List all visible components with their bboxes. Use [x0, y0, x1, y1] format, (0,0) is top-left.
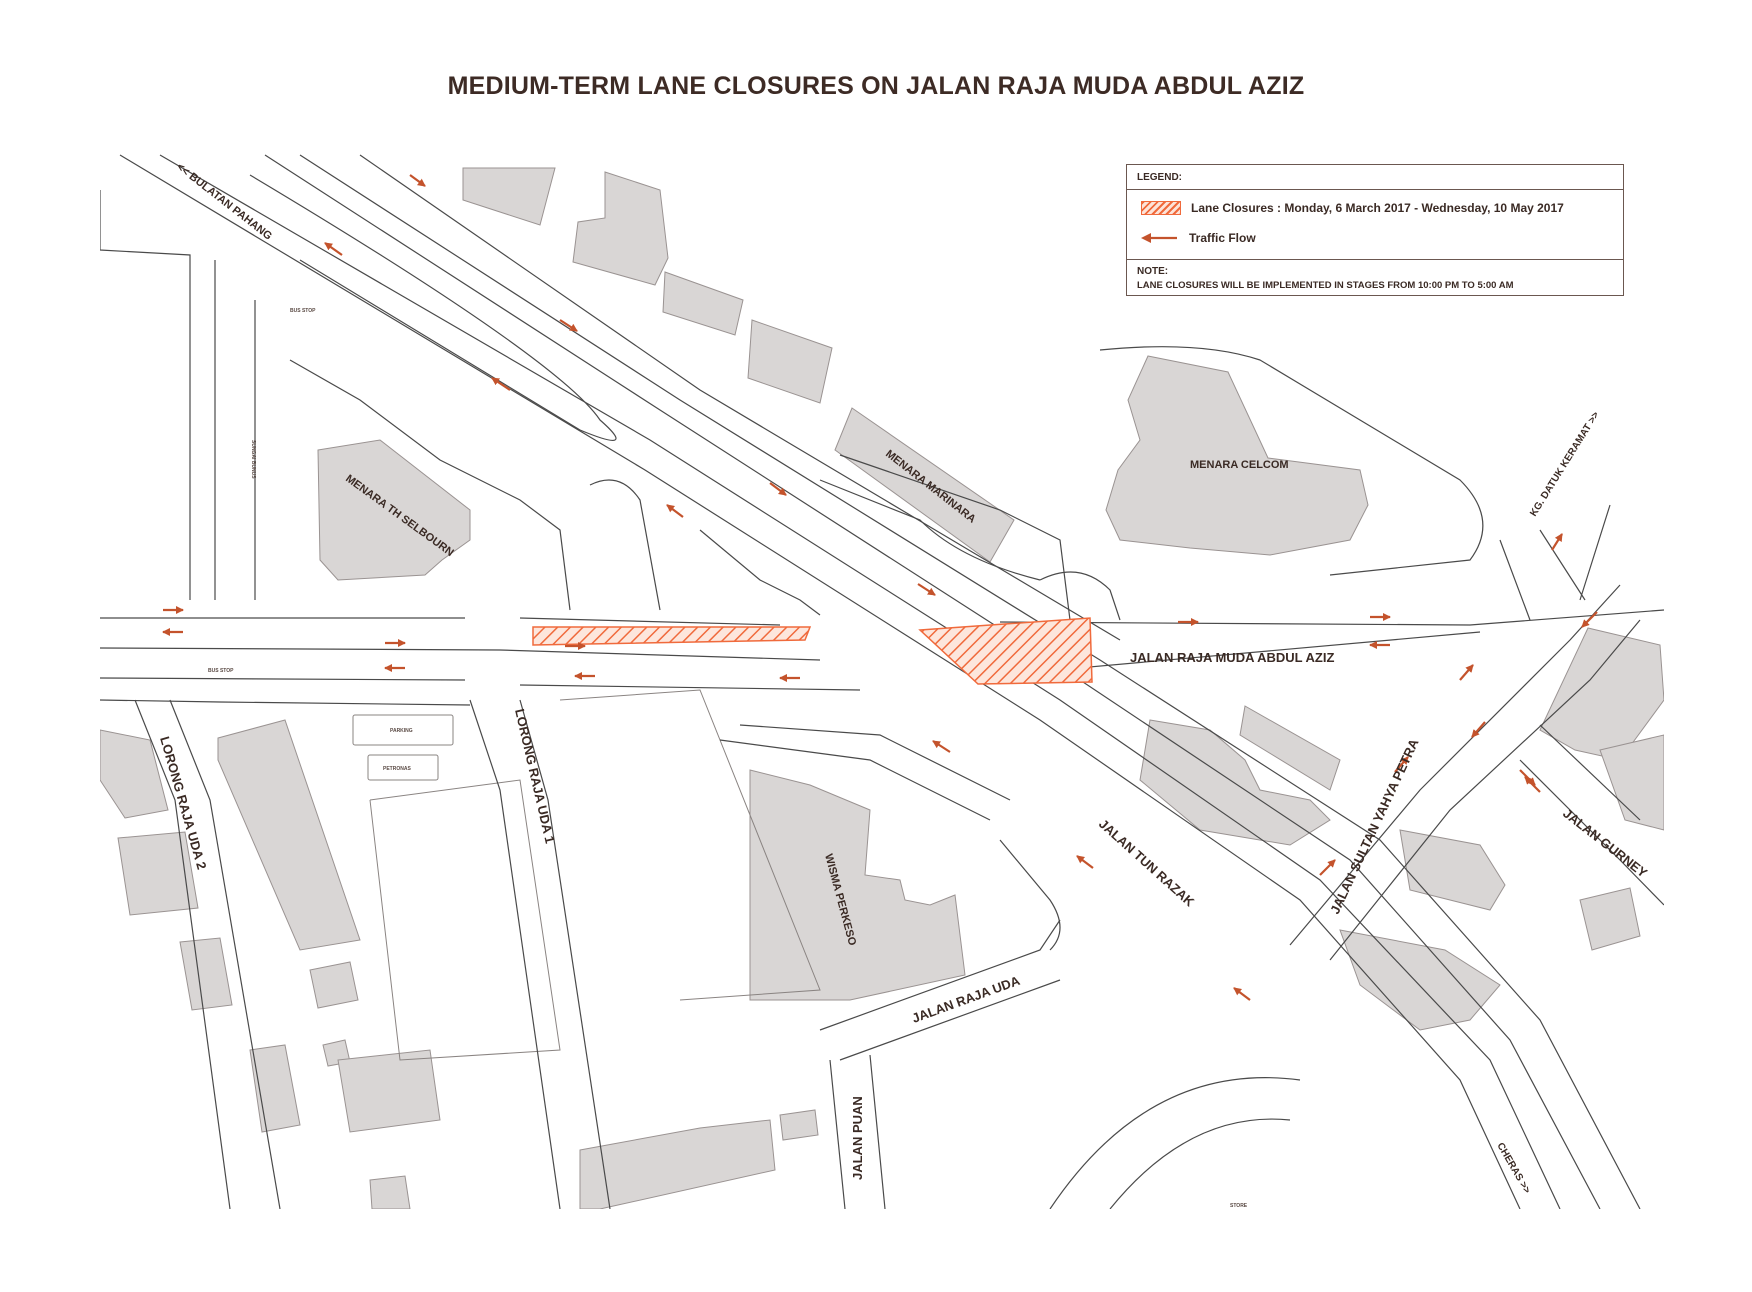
label-cheras: CHERAS >> — [1494, 1141, 1532, 1196]
label-store: STORE — [1230, 1203, 1248, 1209]
traffic-arrow — [1319, 859, 1336, 876]
page-title: MEDIUM-TERM LANE CLOSURES ON JALAN RAJA … — [447, 72, 1305, 100]
legend-traffic-flow-label: Traffic Flow — [1189, 231, 1256, 245]
traffic-arrow — [559, 319, 578, 332]
legend-divider — [1127, 189, 1623, 190]
traffic-arrow — [1394, 756, 1409, 773]
label-lorong-raja-uda-1: LORONG RAJA UDA 1 — [512, 707, 558, 845]
label-parking: PARKING — [390, 728, 413, 734]
map-legend: LEGEND: Lane Closures : Monday, 6 March … — [1126, 164, 1624, 296]
label-jalan-puan: JALAN PUAN — [850, 1096, 865, 1180]
legend-note-heading: NOTE: — [1137, 266, 1169, 277]
traffic-arrow — [1551, 533, 1563, 551]
label-kg-datuk-keramat: KG. DATUK KERAMAT >> — [1528, 410, 1602, 519]
traffic-arrow — [917, 583, 936, 596]
lane-closures — [532, 617, 1093, 685]
label-petronas: PETRONAS — [383, 766, 411, 772]
label-bulatan-pahang: << BULATAN PAHANG — [174, 161, 274, 243]
legend-divider — [1127, 259, 1623, 260]
legend-heading: LEGEND: — [1137, 172, 1182, 183]
legend-note-text: LANE CLOSURES WILL BE IMPLEMENTED IN STA… — [1137, 280, 1514, 291]
label-jalan-tun-razak: JALAN TUN RAZAK — [1096, 816, 1198, 910]
label-jalan-sultan-yahya-petra: JALAN SULTAN YAHYA PETRA — [1327, 736, 1422, 916]
traffic-arrow — [932, 740, 951, 753]
label-bus-stop-2: BUS STOP — [208, 668, 234, 674]
buildings — [100, 167, 1664, 1209]
traffic-arrow — [1076, 855, 1094, 869]
traffic-arrow — [409, 174, 426, 187]
traffic-arrow — [491, 377, 511, 391]
label-jalan-raja-muda-abdul-aziz: JALAN RAJA MUDA ABDUL AZIZ — [1130, 650, 1334, 665]
legend-row-lane-closure: Lane Closures : Monday, 6 March 2017 - W… — [1141, 201, 1564, 215]
traffic-arrow — [1524, 776, 1541, 793]
traffic-arrow — [1471, 721, 1486, 738]
hatch-swatch-icon — [1141, 201, 1181, 215]
legend-lane-closure-label: Lane Closures : Monday, 6 March 2017 - W… — [1191, 201, 1564, 215]
traffic-arrow — [1581, 611, 1598, 628]
legend-row-traffic-flow: Traffic Flow — [1141, 231, 1256, 245]
traffic-arrow — [324, 242, 343, 256]
label-bus-stop-1: BUS STOP — [290, 308, 316, 314]
label-menara-celcom: MENARA CELCOM — [1190, 459, 1289, 471]
traffic-arrow — [1233, 987, 1251, 1001]
map-content: << BULATAN PAHANG MENARA TH SELBOURN MEN… — [100, 154, 1664, 1209]
label-sungai-bunus: SUNGAI BUNUS — [250, 440, 256, 479]
arrow-left-icon — [1141, 232, 1179, 244]
road-lines — [100, 154, 1664, 1209]
traffic-arrow — [1459, 664, 1474, 681]
lane-closure-west — [532, 626, 812, 646]
traffic-arrow — [769, 482, 787, 496]
traffic-arrow — [666, 504, 684, 518]
lane-closure-east — [918, 617, 1093, 685]
lot-outlines — [352, 689, 821, 1061]
traffic-arrows — [162, 174, 1598, 1001]
